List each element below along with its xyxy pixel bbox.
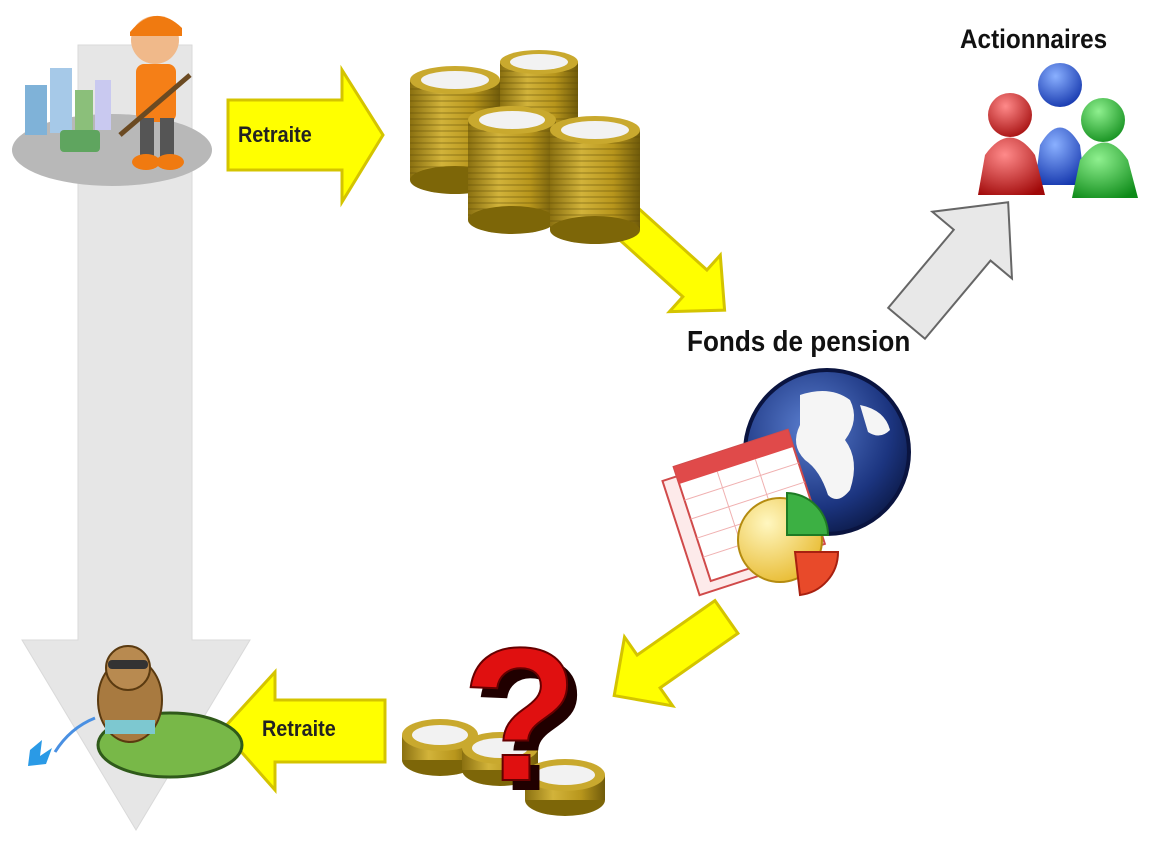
question-mark-icon: ? ? — [402, 608, 605, 831]
actionnaires-label: Actionnaires — [960, 24, 1108, 54]
retraite-top-arrow — [226, 64, 385, 208]
coin-stack-icon — [410, 50, 640, 244]
beaver-retiree-icon — [28, 645, 244, 779]
retraite-bottom-arrow — [219, 668, 387, 794]
question-mark-glyph: ? — [462, 609, 578, 821]
retraite-bottom-label: Retraite — [262, 716, 336, 741]
fonds-de-pension-label: Fonds de pension — [687, 326, 911, 358]
worker-with-city-icon — [12, 15, 212, 186]
fund-to-shareholders-arrow — [886, 201, 1014, 341]
svg-text:?: ? — [472, 619, 588, 831]
shareholders-icon — [978, 63, 1138, 198]
spreadsheet-pie-chart-icon — [661, 428, 840, 597]
fund-to-question-arrow — [612, 598, 740, 708]
coins-to-fund-arrow — [613, 207, 727, 314]
retraite-top-label: Retraite — [238, 122, 312, 147]
